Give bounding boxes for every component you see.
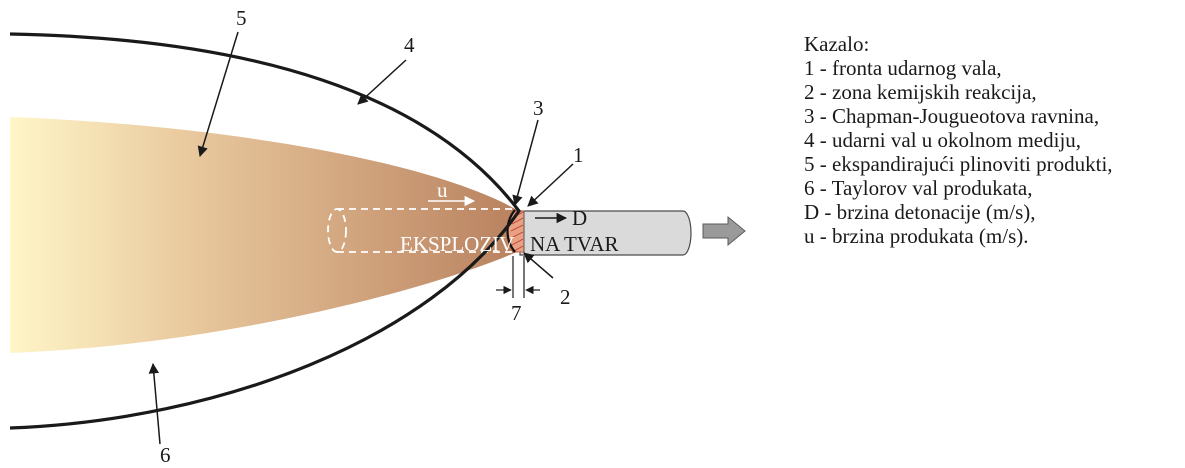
legend-title: Kazalo: [804,32,870,56]
label-7: 7 [511,301,522,325]
zone-width-dimension [496,256,540,298]
leader-4 [357,59,407,105]
label-D: D [572,206,587,230]
shock-wave-curve [9,32,521,430]
label-5: 5 [236,6,247,30]
cj-plane [506,209,516,253]
original-charge-outline [327,208,512,253]
legend-item: 4 - udarni val u okolnom mediju, [804,128,1082,152]
label-1: 1 [573,143,584,167]
legend-item: 2 - zona kemijskih reakcija, [804,80,1037,104]
leader-2 [523,252,554,279]
leader-1 [527,163,574,207]
legend-item: 1 - fronta udarnog vala, [804,56,1002,80]
explosive-label-right: NA TVAR [530,232,619,256]
label-6: 6 [160,443,171,467]
leader-5 [197,31,239,158]
label-3: 3 [533,96,544,120]
expanding-products-region [10,117,519,353]
legend-item: 6 - Taylorov val produkata, [804,176,1033,200]
leader-3 [512,119,539,207]
label-2: 2 [560,285,571,309]
direction-arrow [702,215,746,247]
legend: Kazalo: 1 - fronta udarnog vala, 2 - zon… [804,32,1113,248]
legend-item: D - brzina detonacije (m/s), [804,200,1036,224]
label-4: 4 [404,33,415,57]
leader-6 [148,362,161,445]
legend-item: 5 - ekspandirajući plinoviti produkti, [804,152,1113,176]
explosive-label-left: EKSPLOZIV [400,232,514,256]
legend-item: 3 - Chapman-Jougueotova ravnina, [804,104,1100,128]
legend-item: u - brzina produkata (m/s). [804,224,1029,248]
label-u: u [437,178,448,202]
